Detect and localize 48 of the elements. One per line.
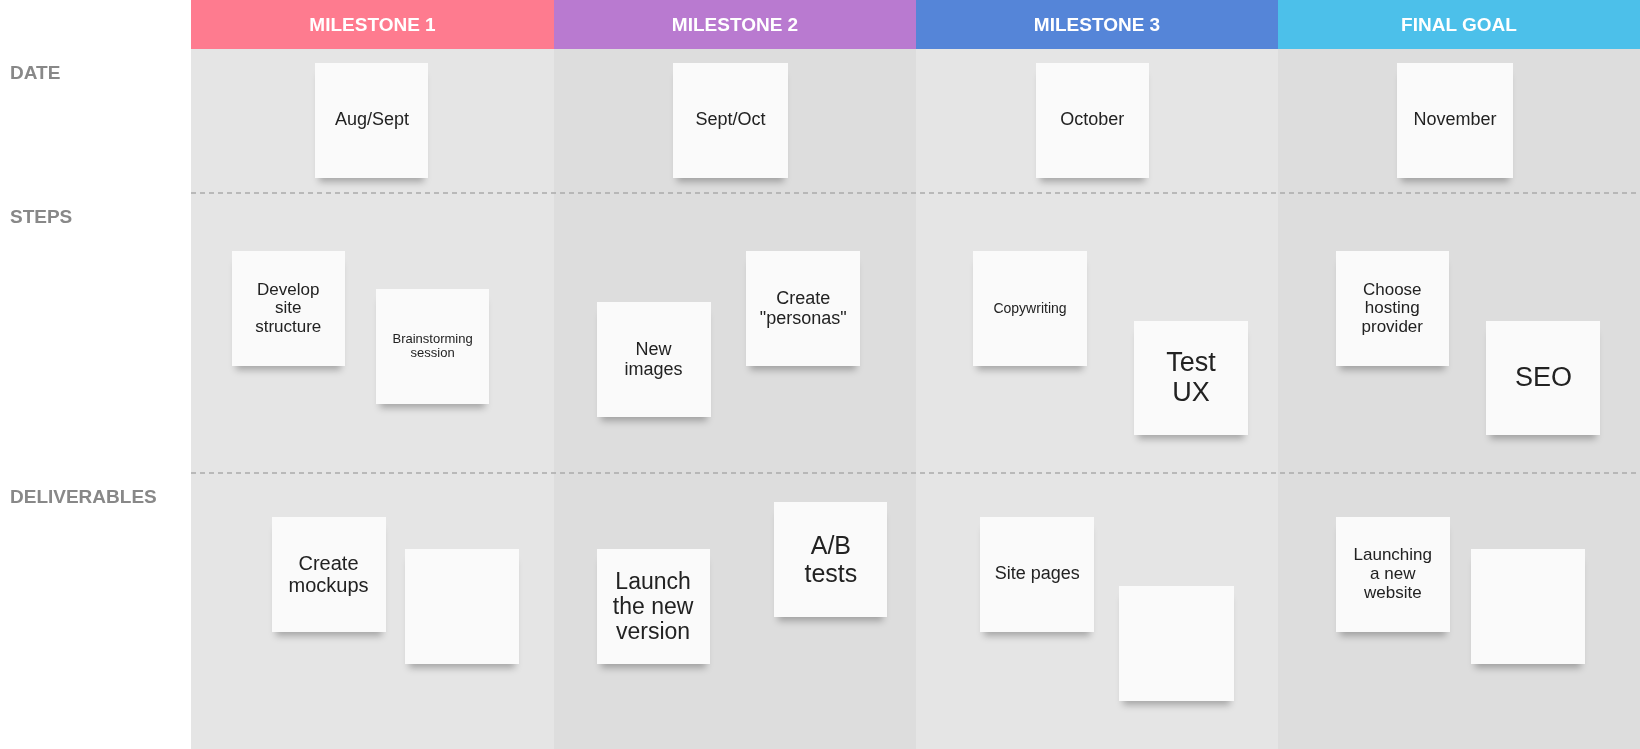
column-title: MILESTONE 3 [1033, 13, 1161, 36]
note-text: Develop site structure [254, 280, 323, 337]
note-text: A/B tests [803, 532, 859, 588]
note-text: SEO [1514, 363, 1572, 393]
note-text: October [1060, 110, 1125, 131]
blank-sticky-note [405, 549, 520, 665]
sticky-note [1397, 62, 1513, 178]
blank-sticky-note [1470, 549, 1585, 665]
sticky-note [980, 516, 1095, 632]
note-text: Copywriting [993, 300, 1067, 317]
note-text: Launch the new version [611, 568, 695, 645]
milestone-column [1278, 0, 1640, 749]
sticky-note [596, 549, 710, 665]
sticky-note [315, 62, 429, 178]
column-title: MILESTONE 1 [309, 13, 436, 36]
note-text: Create mockups [287, 552, 370, 597]
sticky-note [973, 251, 1087, 367]
sticky-note [672, 62, 788, 178]
note-text: Aug/Sept [334, 110, 409, 131]
milestone-column [916, 0, 1278, 749]
sticky-note [774, 502, 888, 618]
note-text: Sept/Oct [695, 110, 766, 131]
note-text: November [1413, 110, 1497, 131]
column-title: MILESTONE 2 [671, 13, 799, 36]
milestone-column [191, 0, 554, 749]
sticky-note [596, 302, 711, 418]
sticky-note [746, 251, 861, 367]
sticky-note [231, 251, 345, 367]
note-text: Choose hosting provider [1360, 280, 1424, 337]
column-title: FINAL GOAL [1401, 13, 1517, 36]
milestone-column [554, 0, 916, 749]
note-text: Test UX [1165, 348, 1217, 408]
row-label: STEPS [10, 206, 73, 228]
sticky-note [1134, 321, 1249, 436]
row-label: DELIVERABLES [10, 486, 157, 508]
note-text: New images [623, 340, 684, 380]
sticky-note [1486, 321, 1601, 436]
sticky-note [271, 516, 386, 632]
sticky-note [1035, 62, 1149, 178]
note-text: Launching a new website [1352, 546, 1433, 603]
sticky-note [376, 288, 490, 404]
blank-sticky-note [1119, 585, 1235, 701]
note-text: Create "personas" [758, 288, 848, 329]
note-text: Site pages [994, 564, 1080, 585]
sticky-note [1335, 251, 1449, 367]
sticky-note [1335, 516, 1450, 632]
note-text: Brainstorming session [391, 331, 474, 361]
row-label: DATE [10, 62, 61, 84]
